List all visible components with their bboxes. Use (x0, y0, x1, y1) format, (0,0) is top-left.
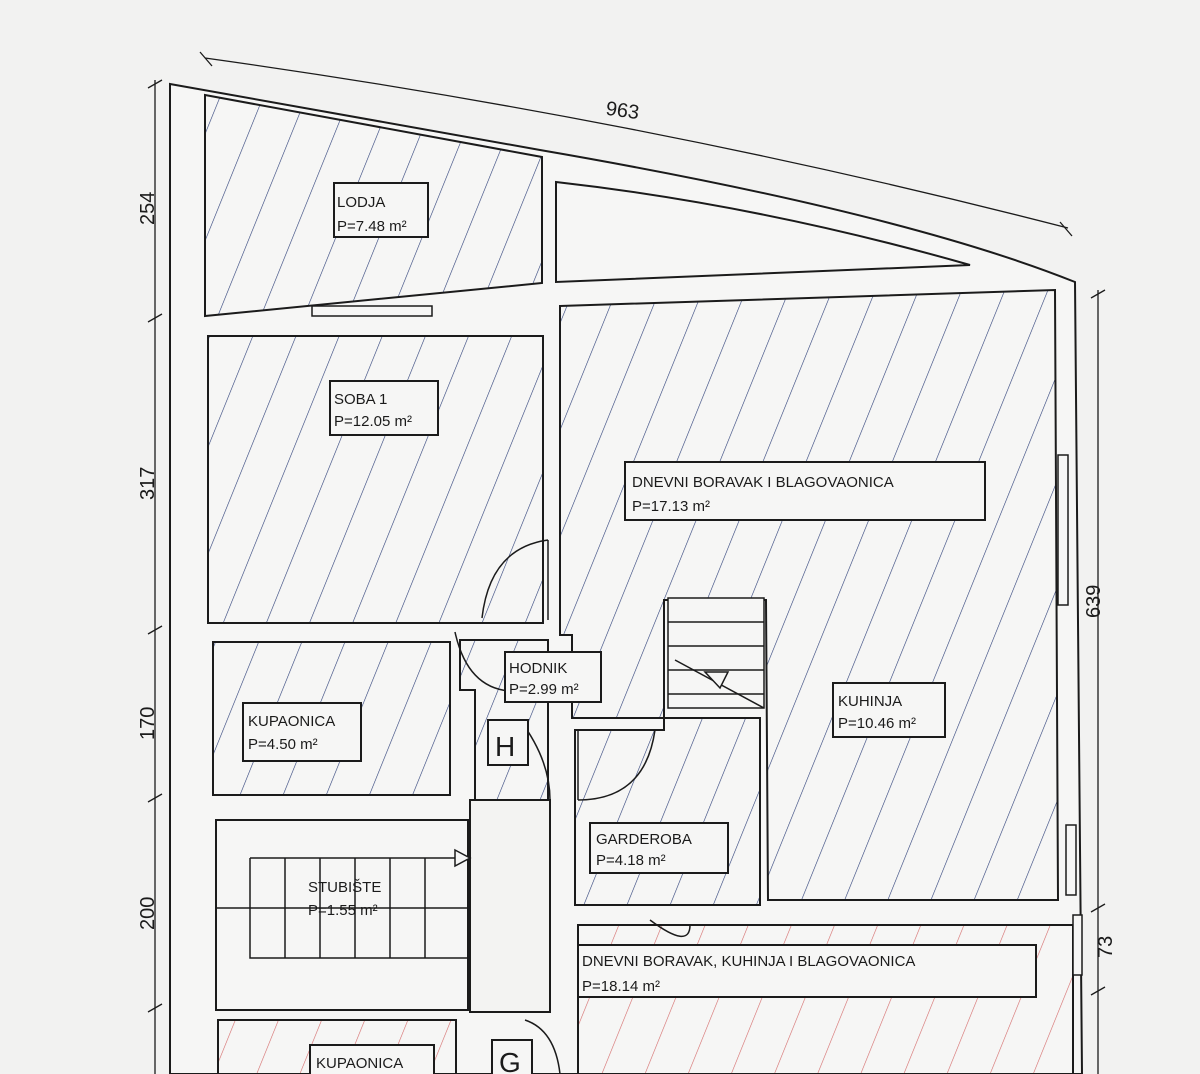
hodnik-area: P=2.99 m² (509, 681, 579, 698)
stubiste-area: P=1.55 m² (308, 902, 378, 919)
dnevni-name: DNEVNI BORAVAK I BLAGOVAONICA (632, 474, 894, 491)
kupaonica-area: P=4.50 m² (248, 736, 318, 753)
terrace-void (555, 180, 971, 284)
room-stubiste (215, 819, 469, 1011)
dim-left-4: 200 (137, 897, 159, 930)
stair-corridor (469, 799, 551, 1013)
kuhinja-name: KUHINJA (838, 693, 902, 710)
hodnik-name: HODNIK (509, 660, 567, 677)
dimension-lines (147, 51, 1106, 1074)
marker-g-text: G (499, 1047, 521, 1074)
label-garderoba: GARDEROBA P=4.18 m² (589, 822, 729, 874)
dim-left-2: 317 (137, 467, 159, 500)
windows (311, 305, 1083, 976)
dnevni-area: P=17.13 m² (632, 498, 710, 515)
label-lower-dnevni: DNEVNI BORAVAK, KUHINJA I BLAGOVAONICA P… (577, 944, 1037, 998)
lodja-name: LODJA (337, 194, 385, 211)
garderoba-area: P=4.18 m² (596, 852, 666, 869)
kupaonica-name: KUPAONICA (248, 713, 335, 730)
garderoba-name: GARDEROBA (596, 831, 692, 848)
lower-kupaonica-name: KUPAONICA (316, 1055, 403, 1072)
marker-h-text: H (495, 731, 515, 762)
lower-dnevni-name: DNEVNI BORAVAK, KUHINJA I BLAGOVAONICA (582, 953, 915, 970)
label-soba1: SOBA 1 P=12.05 m² (329, 380, 439, 436)
label-kuhinja: KUHINJA P=10.46 m² (832, 682, 946, 738)
lodja-area: P=7.48 m² (337, 218, 407, 235)
label-lower-kupaonica: KUPAONICA (309, 1044, 435, 1074)
dim-left-3: 170 (137, 707, 159, 740)
stair-steps (216, 848, 472, 959)
dim-left-1: 254 (137, 192, 159, 225)
label-hodnik: HODNIK P=2.99 m² (504, 651, 602, 703)
lower-dnevni-area: P=18.14 m² (582, 978, 660, 995)
label-dnevni: DNEVNI BORAVAK I BLAGOVAONICA P=17.13 m² (624, 461, 986, 521)
label-stubiste: STUBIŠTE P=1.55 m² (308, 879, 381, 919)
kitchen-stair (667, 597, 765, 709)
dim-top-width: 963 (604, 98, 640, 124)
label-kupaonica: KUPAONICA P=4.50 m² (242, 702, 362, 762)
room-dnevni (559, 288, 1060, 901)
marker-g: G (491, 1039, 533, 1074)
dim-right-2: 73 (1095, 936, 1117, 958)
dim-right-1: 639 (1083, 585, 1105, 618)
stubiste-name: STUBIŠTE (308, 879, 381, 896)
room-garderoba (574, 717, 761, 906)
label-lodja: LODJA P=7.48 m² (333, 182, 429, 238)
soba1-name: SOBA 1 (334, 391, 387, 408)
marker-h: H (487, 719, 529, 766)
kuhinja-area: P=10.46 m² (838, 715, 916, 732)
soba1-area: P=12.05 m² (334, 413, 412, 430)
